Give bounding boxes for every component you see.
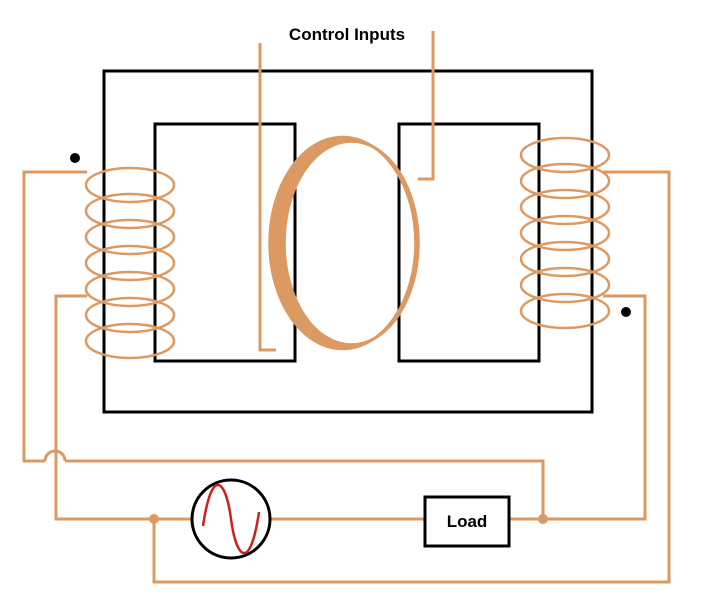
left-coil-turn <box>84 322 176 360</box>
left-coil-turn <box>84 270 176 308</box>
core-left-window <box>153 122 297 363</box>
wire-right-coil-top-return <box>152 170 671 584</box>
wire-left-coil-bottom <box>54 294 192 521</box>
wire-load-to-right-coil-bottom <box>509 294 647 521</box>
right-coil <box>519 136 611 330</box>
control-coil-turn <box>283 140 420 346</box>
left-coil <box>84 166 176 360</box>
ac-source <box>190 478 272 560</box>
right-coil-turn <box>519 240 611 278</box>
wire-left-coil-top <box>22 170 87 463</box>
sine-wave-icon <box>201 483 261 555</box>
control-coil <box>268 135 420 351</box>
polarity-dot-right <box>621 307 631 317</box>
left-coil-turn <box>84 166 176 204</box>
wire-crossover-to-right-node <box>65 459 545 519</box>
right-coil-turn <box>519 188 611 226</box>
left-coil-turn <box>84 296 176 334</box>
left-coil-turn <box>84 218 176 256</box>
polarity-dot-left <box>70 153 80 163</box>
left-coil-turn <box>84 244 176 282</box>
right-coil-turn <box>519 136 611 174</box>
right-coil-turn <box>519 214 611 252</box>
transformer-core <box>102 69 594 414</box>
load-label: Load <box>447 512 488 531</box>
control-lead-right <box>418 31 435 181</box>
junction-node-right <box>538 514 548 524</box>
control-lead-left <box>258 43 276 352</box>
control-input-leads <box>258 31 435 352</box>
right-coil-turn <box>519 162 611 200</box>
control-inputs-label: Control Inputs <box>289 25 405 44</box>
core-right-window <box>397 122 541 363</box>
load: Load <box>423 495 511 548</box>
right-coil-turn <box>519 266 611 304</box>
circuit-wiring <box>22 170 671 584</box>
left-coil-turn <box>84 192 176 230</box>
core-outer-frame <box>102 69 594 414</box>
junction-node-left <box>149 514 159 524</box>
load-box <box>423 495 511 548</box>
right-coil-turn <box>519 292 611 330</box>
